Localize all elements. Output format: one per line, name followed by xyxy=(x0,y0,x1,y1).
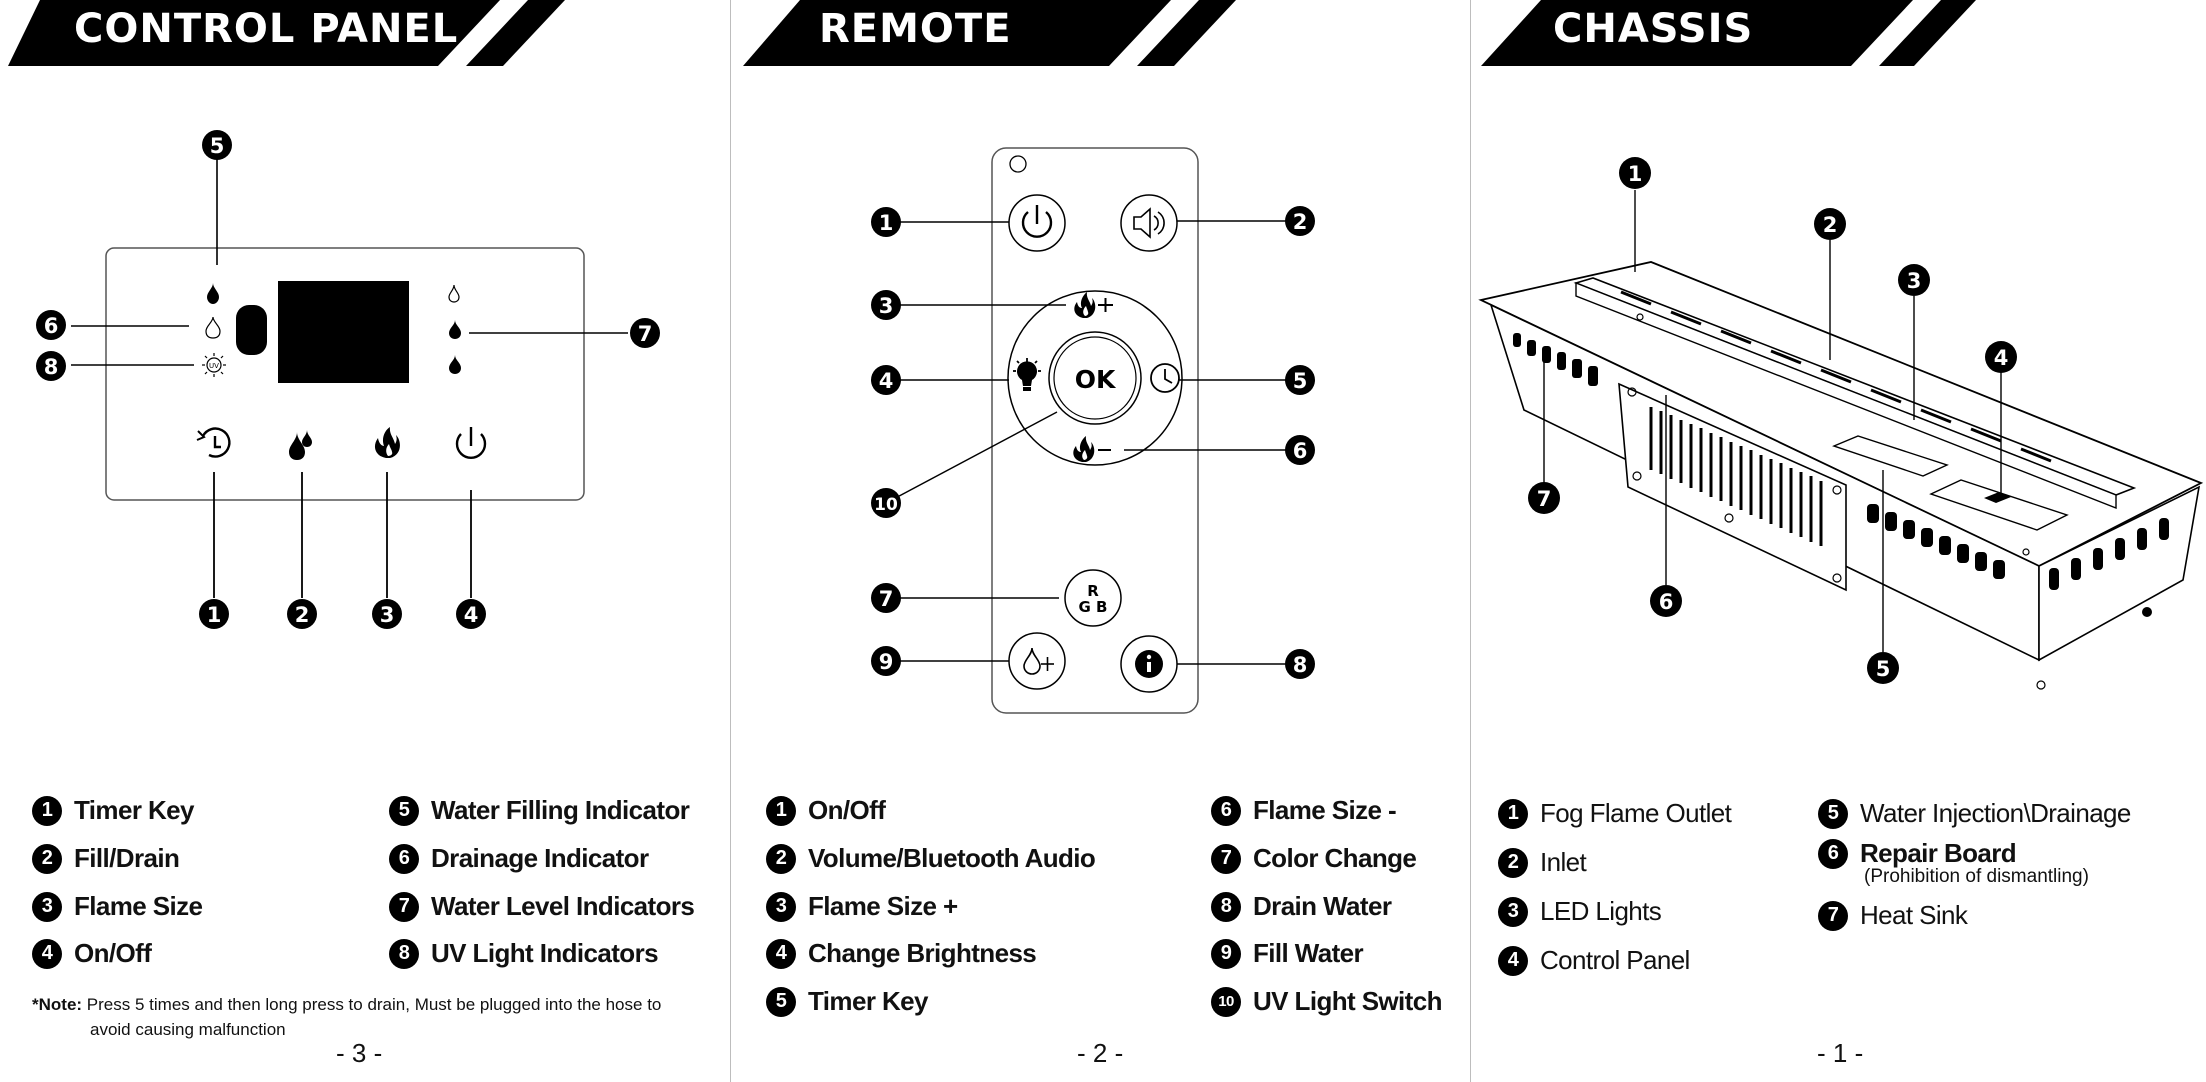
svg-text:7: 7 xyxy=(638,322,653,346)
flame-size-plus-button[interactable] xyxy=(1074,292,1113,318)
page-number: - 1 - xyxy=(1817,1038,1864,1068)
rgb-r-label: R xyxy=(1087,582,1099,600)
svg-text:8: 8 xyxy=(44,355,59,379)
svg-text:6: 6 xyxy=(1293,439,1308,463)
svg-text:4: 4 xyxy=(879,369,894,393)
timer-clock-icon[interactable] xyxy=(1150,363,1180,393)
control-panel-diagram: UV 5 6 8 7 1 2 3 4 xyxy=(8,0,660,629)
svg-text:5: 5 xyxy=(1876,657,1891,681)
page-divider xyxy=(1470,0,1471,1082)
remote-page: OK xyxy=(731,0,1470,1082)
svg-text:10: 10 xyxy=(874,495,898,515)
svg-text:4: 4 xyxy=(464,603,479,627)
svg-text:6: 6 xyxy=(44,314,59,338)
color-change-button[interactable]: R G B xyxy=(1064,569,1122,627)
power-key-icon[interactable] xyxy=(455,427,487,459)
note-label: *Note: xyxy=(32,995,83,1014)
svg-text:5: 5 xyxy=(210,134,225,158)
svg-text:4: 4 xyxy=(1994,346,2009,370)
water-level-high-icon xyxy=(449,355,461,374)
svg-text:1: 1 xyxy=(207,603,222,627)
page-title: CHASSIS xyxy=(1553,6,1754,52)
water-filling-drop-icon xyxy=(207,283,219,304)
remote-power-button[interactable] xyxy=(1008,194,1066,252)
svg-text:3: 3 xyxy=(1907,269,1922,293)
svg-text:3: 3 xyxy=(879,294,894,318)
svg-text:7: 7 xyxy=(879,587,894,611)
fill-drain-key-icon[interactable] xyxy=(289,430,312,460)
drain-water-info-button[interactable] xyxy=(1120,635,1178,693)
chassis-diagram: 1 2 3 4 5 6 7 xyxy=(1478,0,2204,690)
svg-text:8: 8 xyxy=(1293,653,1308,677)
svg-text:5: 5 xyxy=(1293,369,1308,393)
flame-size-key-icon[interactable] xyxy=(374,427,400,458)
svg-text:2: 2 xyxy=(1823,213,1838,237)
page-divider xyxy=(730,0,731,1082)
note-continued: avoid causing malfunction xyxy=(90,1020,286,1039)
rgb-gb-label: G B xyxy=(1079,598,1108,616)
page-number: - 2 - xyxy=(1077,1038,1124,1068)
drainage-indicator-icon xyxy=(205,316,221,339)
control-panel-page: UV 5 6 8 7 1 2 3 4 xyxy=(0,0,730,1082)
remote-diagram: OK xyxy=(743,0,1315,714)
page-number: - 3 - xyxy=(336,1038,383,1068)
uv-text: UV xyxy=(209,362,219,370)
repair-board-subtext: (Prohibition of dismantling) xyxy=(1864,866,2089,887)
svg-text:9: 9 xyxy=(879,650,894,674)
svg-text:2: 2 xyxy=(1293,210,1308,234)
note: *Note: Press 5 times and then long press… xyxy=(32,992,661,1017)
brightness-bulb-icon[interactable] xyxy=(1013,358,1041,391)
water-level-low-icon xyxy=(448,284,460,303)
uv-light-indicator-icon: UV xyxy=(202,353,226,377)
svg-text:3: 3 xyxy=(380,603,395,627)
water-level-mid-icon xyxy=(449,320,461,339)
fill-water-button[interactable] xyxy=(1008,632,1066,690)
page-title: CONTROL PANEL xyxy=(74,6,459,52)
volume-bluetooth-button[interactable] xyxy=(1120,194,1178,252)
page-title: REMOTE xyxy=(819,6,1012,52)
timer-key-icon[interactable] xyxy=(196,427,231,458)
svg-text:2: 2 xyxy=(295,603,310,627)
ok-button-label[interactable]: OK xyxy=(1075,365,1117,394)
svg-text:1: 1 xyxy=(879,211,894,235)
svg-text:6: 6 xyxy=(1659,590,1674,614)
note-text: Press 5 times and then long press to dra… xyxy=(86,995,662,1014)
svg-text:7: 7 xyxy=(1537,487,1552,511)
svg-text:1: 1 xyxy=(1628,162,1643,186)
flame-size-minus-button[interactable] xyxy=(1073,436,1111,462)
